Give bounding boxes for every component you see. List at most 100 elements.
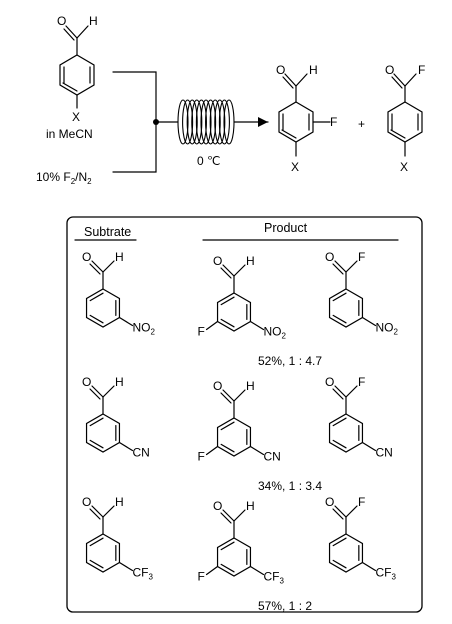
bond: [361, 561, 377, 572]
ring: [216, 537, 252, 577]
bond: [91, 260, 104, 273]
bond: [361, 441, 377, 452]
yield-ratio-label: 57%, 1 : 2: [258, 599, 312, 613]
bond: [102, 260, 115, 273]
bond: [102, 385, 115, 398]
bond: [205, 445, 219, 456]
product-b-f-label: F: [418, 63, 425, 77]
reactant-x-label: X: [72, 110, 80, 124]
carbonyl-o-label: O: [82, 495, 91, 509]
plus-sign: +: [358, 117, 365, 131]
bond: [361, 316, 377, 327]
bond: [220, 512, 232, 524]
product-b-o-label: O: [385, 63, 394, 77]
bond: [332, 417, 347, 427]
bond: [205, 320, 219, 331]
reactant-molecule: O H X in MeCN: [46, 14, 98, 141]
carbonyl-h-label: H: [115, 495, 124, 509]
bond: [118, 441, 134, 452]
coil-loop: [200, 99, 212, 145]
bond: [89, 439, 104, 449]
product-b-x-label: X: [400, 160, 408, 174]
carbonyl-h-label: H: [115, 250, 124, 264]
product-a-o-label: O: [276, 63, 285, 77]
bond: [345, 385, 358, 398]
carbonyl-o-label: O: [82, 375, 91, 389]
carbonyl-h-label: H: [246, 379, 255, 393]
reactant-h-label: H: [89, 14, 98, 28]
carbonyl-o-label: O: [325, 495, 334, 509]
carbonyl-h-label: H: [115, 375, 124, 389]
bond: [222, 389, 235, 402]
yield-ratio-label: 52%, 1 : 4.7: [258, 354, 322, 368]
ring: [85, 288, 121, 328]
bond: [334, 260, 347, 273]
coil-loop: [218, 99, 230, 145]
bond: [222, 264, 235, 277]
coil-loop: [223, 99, 235, 145]
yield-ratio-label: 34%, 1 : 3.4: [258, 479, 322, 493]
product-a-f-label: F: [330, 115, 337, 129]
bond: [345, 505, 358, 518]
bond: [332, 388, 344, 400]
bond: [89, 292, 104, 302]
bond: [118, 561, 134, 572]
ring: [85, 533, 121, 573]
results-table-box: [66, 216, 423, 613]
solvent-label: in MeCN: [46, 127, 93, 141]
coil-loop: [195, 99, 207, 145]
header-substrate: Subtrate: [84, 225, 131, 239]
carbonyl-h-label: H: [246, 499, 255, 513]
ring: [328, 413, 364, 453]
coil-loop: [177, 99, 189, 145]
carbonyl-f-label: F: [358, 495, 365, 509]
coil-loop: [182, 99, 194, 145]
coil-reactor: 0 ℃: [177, 99, 235, 168]
bond: [102, 505, 115, 518]
bond: [220, 563, 235, 573]
bond: [249, 445, 265, 456]
carbonyl-o-label: O: [325, 250, 334, 264]
coil-loop: [214, 99, 226, 145]
bond: [249, 565, 265, 576]
ring: [216, 292, 252, 332]
bond: [334, 385, 347, 398]
bond: [89, 263, 101, 275]
carbonyl-o-label: O: [213, 379, 222, 393]
bond: [220, 421, 235, 431]
bond: [118, 316, 134, 327]
bond: [89, 314, 104, 324]
reactant-o-label: O: [57, 14, 66, 28]
bond: [89, 508, 101, 520]
bond: [332, 292, 347, 302]
bond: [332, 559, 347, 569]
svg-text:10% F2/N2: 10% F2/N2: [36, 170, 92, 186]
carbonyl-o-label: O: [325, 375, 334, 389]
bond: [89, 388, 101, 400]
substituent-label: CN: [132, 446, 149, 460]
carbonyl-o-label: O: [82, 250, 91, 264]
coil-loop: [186, 99, 198, 145]
fluoro-label: F: [198, 450, 205, 464]
ring: [216, 417, 252, 457]
bond: [332, 439, 347, 449]
substituent-label: CN: [375, 446, 392, 460]
coil-loop: [209, 99, 221, 145]
product-a-h-label: H: [309, 63, 318, 77]
carbonyl-o-label: O: [213, 499, 222, 513]
carbonyl-h-label: H: [246, 254, 255, 268]
substituent-label: CN: [263, 450, 280, 464]
bond: [233, 264, 246, 277]
fluoro-label: F: [198, 570, 205, 584]
product-a-molecule: O H F X: [276, 63, 337, 174]
bond: [91, 505, 104, 518]
flow-lines: [112, 71, 269, 173]
substituent-label: NO2: [263, 325, 286, 341]
reagent-label: 10% F2/N2: [36, 170, 92, 186]
bond: [205, 565, 219, 576]
coil-loop: [205, 99, 217, 145]
